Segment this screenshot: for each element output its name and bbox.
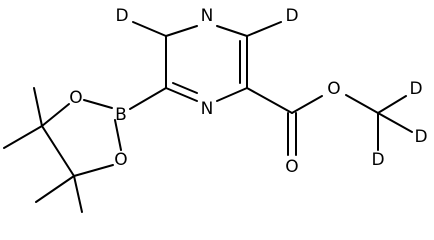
bond-c2-n1 — [216, 87, 248, 102]
bond-o-ch3 — [345, 94, 379, 114]
atom-d-methyl-right: D — [414, 127, 427, 147]
atom-o-ester: O — [327, 79, 340, 99]
bond-n1-c6 — [165, 87, 198, 102]
bond-methyl-2 — [33, 87, 43, 127]
bond-c-c — [41, 125, 75, 177]
pinacol-boronate — [3, 87, 167, 213]
atom-d-methyl-bottom: D — [371, 150, 384, 170]
bond-c5-n4 — [165, 25, 198, 37]
bond-methyl-1 — [3, 125, 43, 149]
bond-c6-b — [129, 87, 167, 110]
bond-c-o-ester — [291, 95, 323, 114]
chemical-structure-diagram: N N D D B O O O O D D D — [3, 6, 428, 213]
bond-b-o-top — [83, 99, 113, 109]
atom-o-boronate-bottom: O — [114, 150, 127, 170]
atom-o-carbonyl: O — [285, 157, 298, 177]
atom-d-methyl-top: D — [409, 79, 422, 99]
atom-n-bottom: N — [201, 99, 214, 119]
bond-c-d-right — [377, 112, 413, 133]
bond-o-bottom-c — [73, 164, 114, 177]
bond-b-o-bottom — [114, 119, 122, 151]
atom-n-top: N — [201, 6, 214, 26]
bond-methyl-4 — [73, 175, 83, 213]
atom-d-ring-left: D — [115, 6, 128, 26]
bond-methyl-3 — [35, 175, 75, 203]
atom-d-ring-right: D — [285, 6, 298, 26]
bond-c3-d — [246, 21, 282, 37]
bond-c-d-top — [377, 95, 407, 114]
atom-o-boronate-top: O — [69, 88, 82, 108]
pyrazine-ring — [165, 25, 248, 102]
bond-n4-c3 — [216, 25, 248, 37]
methyl-ester — [246, 87, 413, 156]
bond-c5-d — [132, 21, 167, 37]
atom-boron: B — [115, 105, 127, 125]
bond-c2-carbonyl-c — [246, 87, 293, 114]
bond-o-top-c — [41, 103, 70, 127]
bond-n1-c6-inner — [172, 82, 198, 94]
